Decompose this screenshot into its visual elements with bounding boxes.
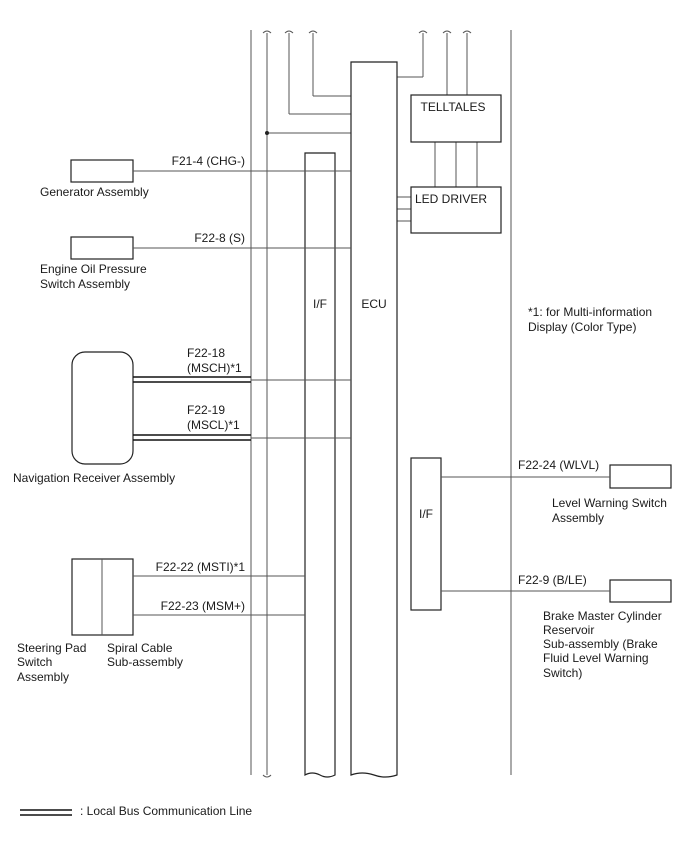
steering-pad-label-line1: Steering Pad	[17, 641, 86, 655]
s-signal-label: F22-8 (S)	[194, 231, 245, 245]
oil-pressure-label-line1: Engine Oil Pressure	[40, 262, 147, 276]
mscl-signal-line1: F22-19	[187, 403, 225, 417]
spiral-cable-label-line2: Sub-assembly	[107, 655, 183, 669]
msch-signal-line1: F22-18	[187, 346, 225, 360]
left-interface-block: I/F	[304, 152, 336, 778]
legend-label: : Local Bus Communication Line	[80, 804, 252, 818]
ecu-label: ECU	[361, 297, 386, 311]
spiral-cable-label-line1: Spiral Cable	[107, 641, 173, 655]
oil-pressure-switch: F22-8 (S) Engine Oil Pressure Switch Ass…	[40, 231, 351, 291]
brake-master-label-line5: Switch)	[543, 666, 582, 680]
footnote: *1: for Multi-information Display (Color…	[528, 305, 652, 334]
level-warning-label-line2: Assembly	[552, 511, 604, 525]
combination-meter-boundary	[250, 30, 512, 775]
ecu-block: ECU	[350, 61, 398, 778]
navigation-receiver: F22-18 (MSCH)*1 F22-19 (MSCL)*1 Navigati…	[13, 346, 351, 485]
ble-signal-label: F22-9 (B/LE)	[518, 573, 587, 587]
right-if-label: I/F	[419, 507, 433, 521]
msm-signal-label: F22-23 (MSM+)	[161, 599, 245, 613]
footnote-line1: *1: for Multi-information	[528, 305, 652, 319]
level-warning-switch: F22-24 (WLVL) Level Warning Switch Assem…	[441, 458, 672, 525]
brake-master-label-line4: Fluid Level Warning	[543, 651, 649, 665]
led-driver-label: LED DRIVER	[415, 192, 487, 206]
brake-master-label-line1: Brake Master Cylinder	[543, 609, 662, 623]
telltales-block: TELLTALES	[410, 94, 502, 143]
steering-pad-label-line2: Switch	[17, 655, 52, 669]
generator-assembly: F21-4 (CHG-) Generator Assembly	[40, 154, 351, 199]
led-driver-block: LED DRIVER	[410, 186, 502, 234]
right-interface-block: I/F	[410, 457, 442, 611]
telltales-label: TELLTALES	[421, 100, 486, 114]
generator-label: Generator Assembly	[40, 185, 149, 199]
mscl-signal-line2: (MSCL)*1	[187, 418, 240, 432]
msch-signal-line2: (MSCH)*1	[187, 361, 242, 375]
wlvl-signal-label: F22-24 (WLVL)	[518, 458, 599, 472]
junction-dot	[265, 131, 269, 135]
brake-master-label-line2: Reservoir	[543, 623, 594, 637]
brake-master-label-line3: Sub-assembly (Brake	[543, 637, 658, 651]
navigation-label: Navigation Receiver Assembly	[13, 471, 175, 485]
internal-wires	[262, 30, 478, 778]
left-if-label: I/F	[313, 297, 327, 311]
steering-pad-switch: F22-22 (MSTI)*1 F22-23 (MSM+) Steering P…	[17, 558, 305, 684]
legend: : Local Bus Communication Line	[20, 804, 252, 818]
msti-signal-label: F22-22 (MSTI)*1	[156, 560, 246, 574]
oil-pressure-label-line2: Switch Assembly	[40, 277, 130, 291]
level-warning-label-line1: Level Warning Switch	[552, 496, 667, 510]
footnote-line2: Display (Color Type)	[528, 320, 636, 334]
brake-master-cylinder: F22-9 (B/LE) Brake Master Cylinder Reser…	[441, 573, 672, 680]
steering-pad-label-line3: Assembly	[17, 670, 69, 684]
chg-signal-label: F21-4 (CHG-)	[172, 154, 245, 168]
